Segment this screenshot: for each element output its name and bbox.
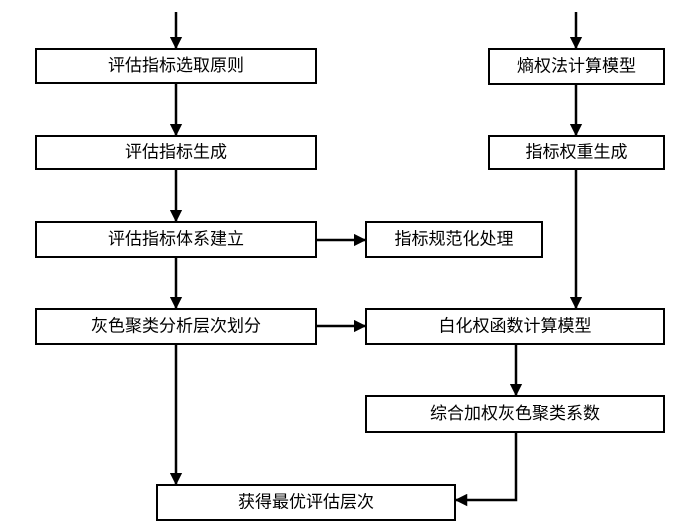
node-generate: 评估指标生成 <box>35 135 317 170</box>
node-weight-gen-label: 指标权重生成 <box>526 143 628 163</box>
node-system-label: 评估指标体系建立 <box>108 230 244 250</box>
node-whitening-model: 白化权函数计算模型 <box>365 308 665 345</box>
node-weight-gen: 指标权重生成 <box>488 135 665 170</box>
node-entropy-model: 熵权法计算模型 <box>488 48 665 85</box>
node-grey-cluster-label: 灰色聚类分析层次划分 <box>91 317 261 337</box>
node-entropy-model-label: 熵权法计算模型 <box>517 57 636 77</box>
node-normalize: 指标规范化处理 <box>365 221 543 258</box>
node-whitening-model-label: 白化权函数计算模型 <box>439 317 592 337</box>
node-principle: 评估指标选取原则 <box>35 48 317 84</box>
node-weighted-coef-label: 综合加权灰色聚类系数 <box>430 404 600 424</box>
node-weighted-coef: 综合加权灰色聚类系数 <box>365 395 665 433</box>
node-generate-label: 评估指标生成 <box>125 143 227 163</box>
node-principle-label: 评估指标选取原则 <box>108 56 244 76</box>
node-optimal: 获得最优评估层次 <box>156 484 456 521</box>
node-system: 评估指标体系建立 <box>35 221 317 258</box>
node-grey-cluster: 灰色聚类分析层次划分 <box>35 308 317 345</box>
edges <box>169 12 583 507</box>
node-normalize-label: 指标规范化处理 <box>395 230 514 250</box>
node-optimal-label: 获得最优评估层次 <box>238 493 374 513</box>
edge-weighted-to-optimal <box>454 432 518 507</box>
